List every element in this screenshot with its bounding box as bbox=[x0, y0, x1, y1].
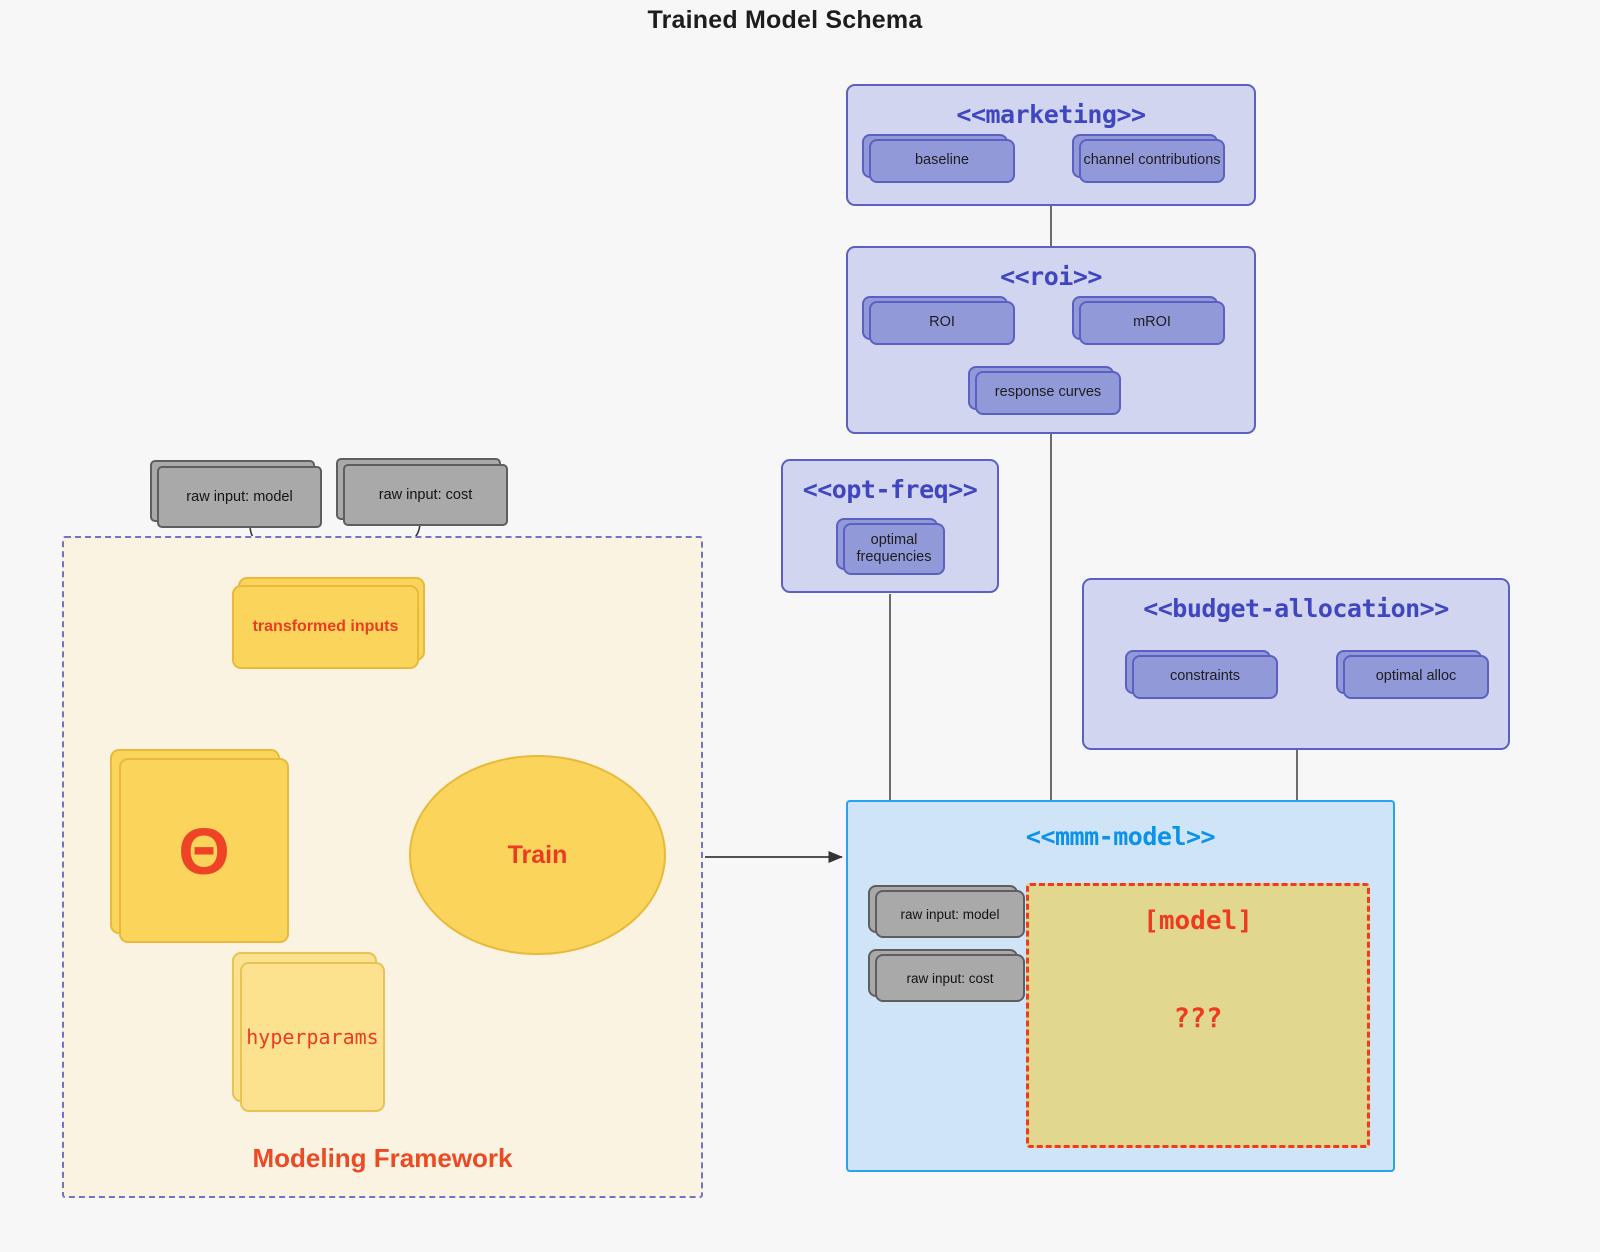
package-mmm-model-title: <<mmm-model>> bbox=[1025, 822, 1216, 851]
model-placeholder-label: [model] bbox=[1143, 906, 1253, 936]
card-constraints-label: constraints bbox=[1169, 668, 1241, 685]
card-baseline[interactable]: baseline bbox=[869, 139, 1015, 183]
card-optimal-frequencies-label: optimal frequencies bbox=[856, 531, 932, 565]
card-response-curves-label: response curves bbox=[994, 384, 1102, 401]
card-raw-input-cost[interactable]: raw input: cost bbox=[343, 464, 508, 526]
card-channel-contributions[interactable]: channel contributions bbox=[1079, 139, 1225, 183]
theta-symbol: Θ bbox=[178, 813, 230, 888]
card-constraints[interactable]: constraints bbox=[1132, 655, 1278, 699]
package-budget-allocation-title: <<budget-allocation>> bbox=[1143, 594, 1449, 623]
card-raw-input-cost-label: raw input: cost bbox=[378, 487, 473, 503]
card-hyperparams[interactable]: hyperparams bbox=[240, 962, 385, 1112]
package-roi-title: <<roi>> bbox=[1000, 262, 1102, 291]
card-hyperparams-label: hyperparams bbox=[246, 1025, 379, 1049]
card-roi[interactable]: ROI bbox=[869, 301, 1015, 345]
card-raw-input-model-label: raw input: model bbox=[186, 489, 293, 505]
card-optimal-frequencies[interactable]: optimal frequencies bbox=[843, 523, 945, 575]
card-transformed-inputs[interactable]: transformed inputs bbox=[232, 585, 419, 669]
train-label: Train bbox=[507, 840, 568, 869]
model-placeholder-unknown: ??? bbox=[1173, 1003, 1223, 1034]
card-mmm-raw-input-model-label: raw input: model bbox=[900, 906, 1000, 922]
card-response-curves[interactable]: response curves bbox=[975, 371, 1121, 415]
card-mroi[interactable]: mROI bbox=[1079, 301, 1225, 345]
train-node[interactable]: Train bbox=[409, 755, 666, 955]
card-raw-input-model[interactable]: raw input: model bbox=[157, 466, 322, 528]
card-mmm-raw-input-cost-label: raw input: cost bbox=[906, 970, 994, 986]
card-mroi-label: mROI bbox=[1133, 314, 1171, 331]
card-optimal-alloc[interactable]: optimal alloc bbox=[1343, 655, 1489, 699]
card-mmm-raw-input-model[interactable]: raw input: model bbox=[875, 890, 1025, 938]
model-placeholder-box[interactable]: [model] ??? bbox=[1026, 883, 1370, 1148]
page-title: Trained Model Schema bbox=[647, 6, 923, 34]
card-optimal-alloc-label: optimal alloc bbox=[1375, 668, 1457, 685]
card-baseline-label: baseline bbox=[914, 152, 969, 169]
card-transformed-inputs-label: transformed inputs bbox=[252, 618, 399, 635]
modeling-framework-label: Modeling Framework bbox=[252, 1143, 513, 1173]
card-channel-contributions-label: channel contributions bbox=[1083, 152, 1221, 169]
card-mmm-raw-input-cost[interactable]: raw input: cost bbox=[875, 954, 1025, 1002]
card-theta[interactable]: Θ bbox=[119, 758, 289, 943]
card-roi-label: ROI bbox=[929, 314, 955, 331]
package-opt-freq-title: <<opt-freq>> bbox=[802, 475, 978, 504]
package-marketing-title: <<marketing>> bbox=[956, 100, 1146, 129]
